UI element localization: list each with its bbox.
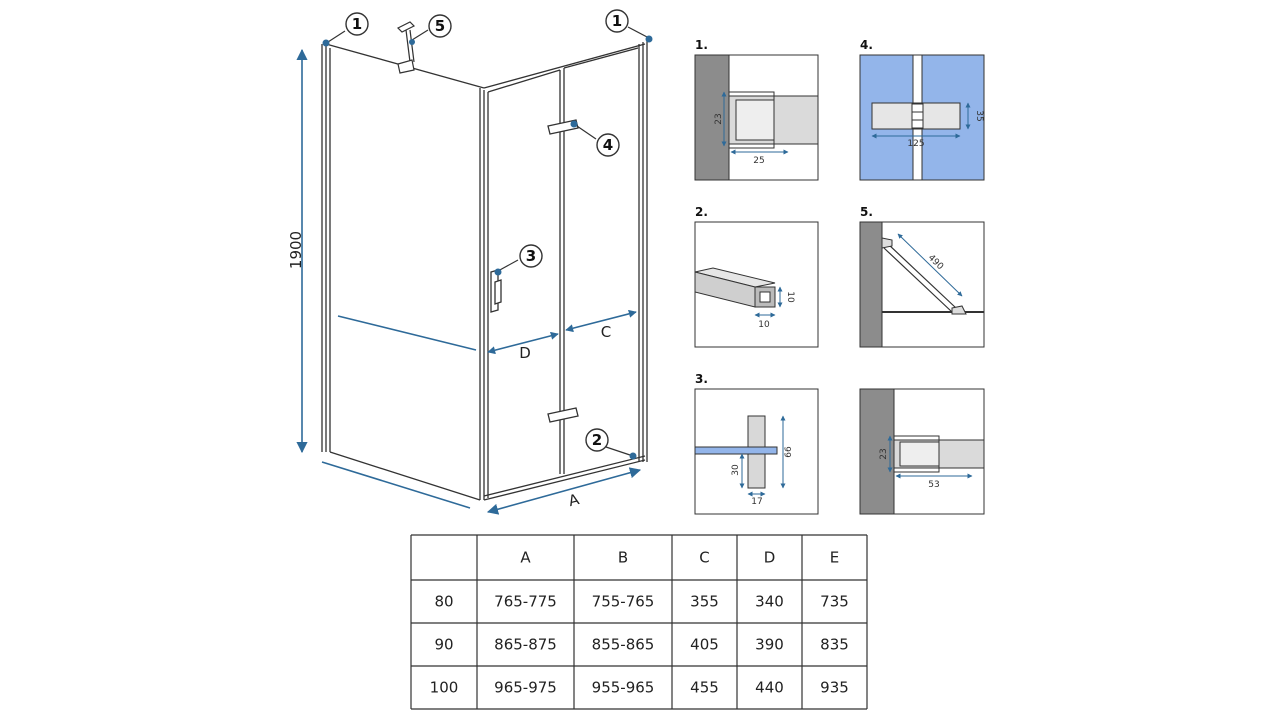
door-handle-drawing — [490, 269, 502, 313]
table-header-cell: B — [618, 549, 628, 567]
top-edges — [325, 43, 646, 89]
svg-text:1.: 1. — [695, 38, 708, 52]
table-cell: 935 — [820, 679, 849, 697]
door-hinges — [547, 119, 579, 423]
detail-panel-6: 23 53 — [859, 388, 985, 515]
dimension-table: A B C D E 80 765-775 755-765 355 340 735 90 865-875 8… — [410, 534, 868, 710]
svg-text:2: 2 — [592, 431, 602, 449]
svg-text:17: 17 — [751, 497, 762, 507]
svg-text:10: 10 — [785, 291, 795, 303]
door-c-dimension — [565, 309, 637, 333]
table-cell: 765-775 — [494, 593, 557, 611]
svg-text:66: 66 — [784, 446, 794, 458]
table-cell: 390 — [755, 636, 784, 654]
table-cell: 355 — [690, 593, 719, 611]
callout-door-handle: 3 — [519, 244, 543, 268]
table-cell: 80 — [434, 593, 453, 611]
table-cell: 405 — [690, 636, 719, 654]
svg-text:2.: 2. — [695, 205, 708, 219]
door-d-dimension — [487, 331, 559, 355]
callout-corner-left: 1 — [345, 12, 369, 36]
door-d-label: D — [519, 344, 531, 362]
svg-text:1: 1 — [352, 15, 362, 33]
callout-hinge: 4 — [596, 133, 620, 157]
svg-text:5: 5 — [435, 17, 445, 35]
svg-text:125: 125 — [907, 139, 924, 149]
detail-panel-2: 2. 10 10 — [694, 205, 819, 348]
svg-text:30: 30 — [731, 464, 741, 476]
detail-panel-4: 4. 125 35 — [859, 38, 985, 181]
table-cell: 965-975 — [494, 679, 557, 697]
side-glass-panel — [329, 88, 485, 501]
main-enclosure-drawing: 1900 A D C 1 — [287, 9, 653, 515]
detail-panel-1: 1. 23 25 — [694, 38, 819, 181]
svg-text:3.: 3. — [695, 372, 708, 386]
svg-text:1: 1 — [612, 12, 622, 30]
svg-text:10: 10 — [758, 320, 770, 330]
folding-door — [483, 47, 646, 501]
table-header-cell: C — [699, 549, 709, 567]
table-header-cell: A — [520, 549, 531, 567]
callout-bottom-profile: 2 — [585, 428, 609, 452]
right-wall-profile — [638, 40, 648, 462]
left-wall-profile — [321, 44, 331, 452]
svg-text:35: 35 — [974, 110, 984, 121]
table-cell: 100 — [430, 679, 459, 697]
width-dimension-line — [486, 467, 642, 515]
svg-text:5.: 5. — [860, 205, 873, 219]
svg-text:3: 3 — [526, 247, 536, 265]
svg-text:53: 53 — [928, 480, 939, 490]
svg-text:25: 25 — [753, 156, 764, 166]
svg-text:23: 23 — [714, 113, 724, 124]
table-cell: 90 — [434, 636, 453, 654]
callout-corner-right: 1 — [605, 9, 629, 33]
table-cell: 855-865 — [592, 636, 655, 654]
table-cell: 835 — [820, 636, 849, 654]
table-cell: 735 — [820, 593, 849, 611]
svg-text:4: 4 — [603, 136, 613, 154]
table-cell: 455 — [690, 679, 719, 697]
table-cell: 340 — [755, 593, 784, 611]
svg-text:23: 23 — [879, 448, 889, 459]
door-c-label: C — [601, 323, 611, 341]
table-header-cell: D — [764, 549, 776, 567]
table-cell: 955-965 — [592, 679, 655, 697]
height-label: 1900 — [287, 231, 305, 269]
callout-dots — [322, 35, 653, 460]
svg-text:4.: 4. — [860, 38, 873, 52]
detail-panel-5: 5. 490 — [859, 205, 985, 348]
stabilizer-bracket — [396, 21, 416, 74]
detail-panel-3: 3. 66 30 17 — [694, 372, 819, 515]
callout-leaders — [327, 26, 650, 457]
table-header-cell: E — [830, 549, 839, 567]
width-label: A — [567, 490, 582, 510]
depth-dimension-line — [321, 461, 471, 509]
table-cell: 440 — [755, 679, 784, 697]
table-cell: 755-765 — [592, 593, 655, 611]
callout-stabilizer-bar: 5 — [428, 14, 452, 38]
table-cell: 865-875 — [494, 636, 557, 654]
